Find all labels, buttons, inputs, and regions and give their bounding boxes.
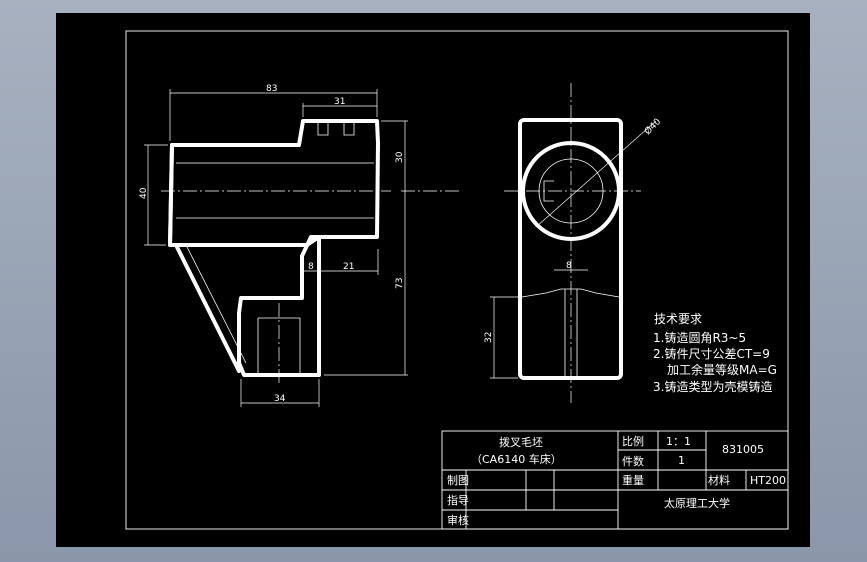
material-value: HT200 xyxy=(750,474,786,487)
side-view-outline xyxy=(518,118,623,380)
dim-83: 83 xyxy=(266,84,277,94)
review-label: 审核 xyxy=(447,513,469,527)
drawing-frame xyxy=(125,30,789,530)
front-view-outline xyxy=(168,119,380,377)
notes-line-1: 1.铸造圆角R3~5 xyxy=(653,330,746,345)
side-lower-curve xyxy=(521,288,620,298)
top-slot-right xyxy=(343,121,355,136)
drawing-canvas: 83 31 40 30 73 8 21 34 xyxy=(125,30,789,530)
dim-30: 30 xyxy=(395,151,405,163)
technical-notes: 技术要求 1.铸造圆角R3~5 2.铸件尺寸公差CT=9 加工余量等级MA=G … xyxy=(653,312,777,394)
school-name: 太原理工大学 xyxy=(664,496,730,510)
top-slot-left xyxy=(317,121,329,136)
scale-label: 比例 xyxy=(622,434,644,448)
drawing-sheet: 83 31 40 30 73 8 21 34 xyxy=(56,13,810,547)
count-value: 1 xyxy=(678,454,685,467)
dim-8-front: 8 xyxy=(308,262,314,272)
count-label: 件数 xyxy=(622,455,644,468)
notes-line-2: 2.铸件尺寸公差CT=9 xyxy=(653,346,770,361)
dim-73: 73 xyxy=(395,278,405,289)
drawn-label: 制图 xyxy=(447,474,469,487)
side-view: Ø40 8 32 xyxy=(484,83,663,403)
part-name: 拨叉毛坯 xyxy=(499,435,543,449)
dim-21: 21 xyxy=(343,262,354,272)
drawing-number: 831005 xyxy=(722,443,764,456)
title-block: 拨叉毛坯 （CA6140 车床） 比例 1：1 件数 1 重量 材料 HT200… xyxy=(441,430,789,530)
notes-line-4: 3.铸造类型为壳模铸造 xyxy=(653,379,772,394)
guide-label: 指导 xyxy=(447,493,469,507)
dim-dia40: Ø40 xyxy=(642,116,663,137)
dim-32: 32 xyxy=(484,332,494,343)
inclined-rib-outer xyxy=(174,243,241,373)
front-view-outline-body xyxy=(168,143,174,247)
notes-line-3: 加工余量等级MA=G xyxy=(667,362,777,377)
dim-31: 31 xyxy=(334,97,345,107)
dim-40: 40 xyxy=(139,187,149,199)
weight-label: 重量 xyxy=(622,473,644,487)
notes-heading: 技术要求 xyxy=(654,312,702,326)
scale-value: 1：1 xyxy=(666,435,691,448)
inclined-rib-inner xyxy=(185,244,247,364)
dim-34: 34 xyxy=(274,394,286,404)
fork-opening xyxy=(257,317,301,375)
material-label: 材料 xyxy=(708,473,730,487)
front-view: 83 31 40 30 73 8 21 34 xyxy=(139,84,461,407)
side-slot-lines xyxy=(564,289,578,378)
machine-name: （CA6140 车床） xyxy=(471,452,562,466)
dim-8-side: 8 xyxy=(566,261,572,271)
